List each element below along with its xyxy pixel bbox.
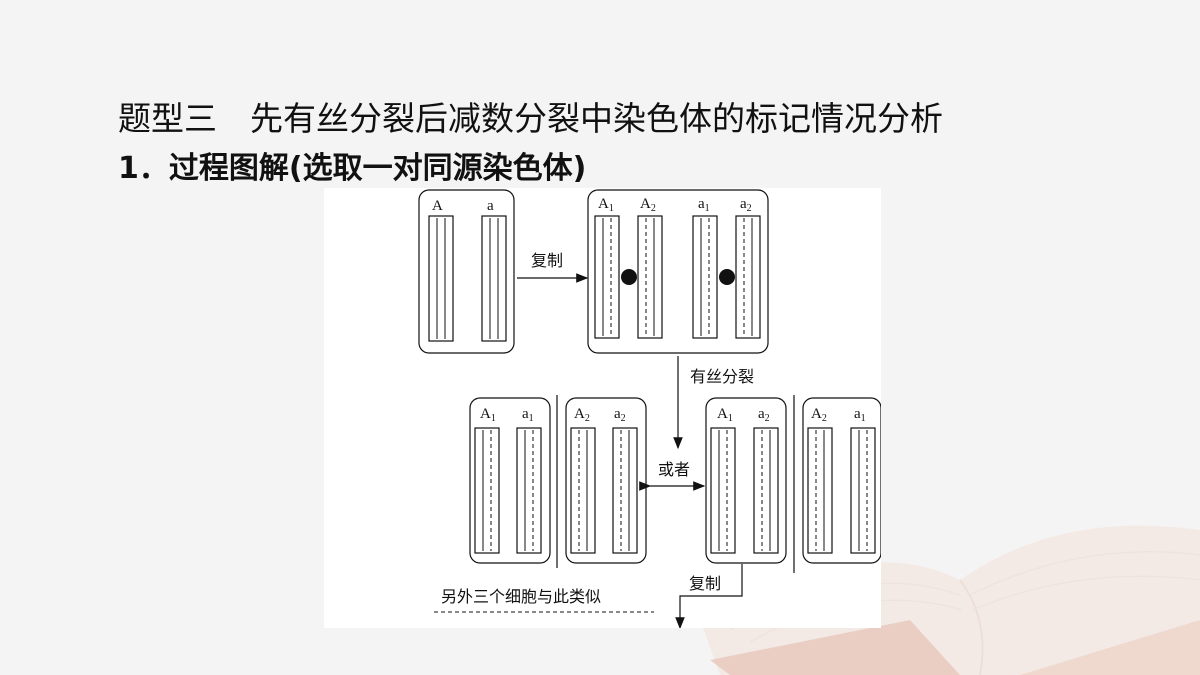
open-book-background	[700, 525, 1200, 675]
chromosome-A	[428, 215, 454, 342]
label-or: 或者	[658, 460, 690, 479]
label-other-cells: 另外三个细胞与此类似	[441, 587, 601, 606]
page-title: 题型三 先有丝分裂后减数分裂中染色体的标记情况分析	[118, 99, 943, 138]
chromatid-a2	[735, 215, 761, 339]
daughter-cell-right-2: A2 a1	[802, 397, 881, 564]
label-replicate: 复制	[531, 251, 563, 270]
centromere	[621, 269, 637, 285]
label-replicate-2: 复制	[689, 574, 721, 593]
daughter-cell-left-2: A2 a2	[565, 397, 647, 564]
svg-text:A1: A1	[480, 406, 496, 424]
svg-text:a1: a1	[854, 406, 866, 424]
chromatid-a1	[692, 215, 718, 339]
label-A: A	[432, 198, 443, 214]
label-a: a	[487, 198, 494, 214]
label-a1: a1	[698, 196, 710, 214]
label-A1: A1	[598, 196, 614, 214]
arrow-replicate-2	[675, 564, 743, 628]
daughter-cell-left-1: A1 a1	[469, 397, 551, 564]
chromatid-A1	[594, 215, 620, 339]
cell-replicated: A1 A2 a1 a2	[587, 189, 769, 354]
daughter-cell-right-1: A1 a2	[705, 397, 787, 564]
section-subtitle: 1．过程图解(选取一对同源染色体)	[118, 151, 587, 186]
label-A2: A2	[640, 196, 656, 214]
chromatid-A2	[637, 215, 663, 339]
svg-text:a2: a2	[758, 406, 770, 424]
svg-text:a1: a1	[522, 406, 534, 424]
svg-text:A2: A2	[574, 406, 590, 424]
svg-text:A1: A1	[717, 406, 733, 424]
svg-text:A2: A2	[811, 406, 827, 424]
label-a2: a2	[740, 196, 752, 214]
cell-parent: A a	[418, 189, 515, 354]
chromosome-diagram: A a 复制 A1 A2 a1 a2	[324, 188, 881, 628]
label-mitosis: 有丝分裂	[690, 367, 754, 386]
svg-text:a2: a2	[614, 406, 626, 424]
chromosome-a	[481, 215, 507, 342]
centromere	[719, 269, 735, 285]
